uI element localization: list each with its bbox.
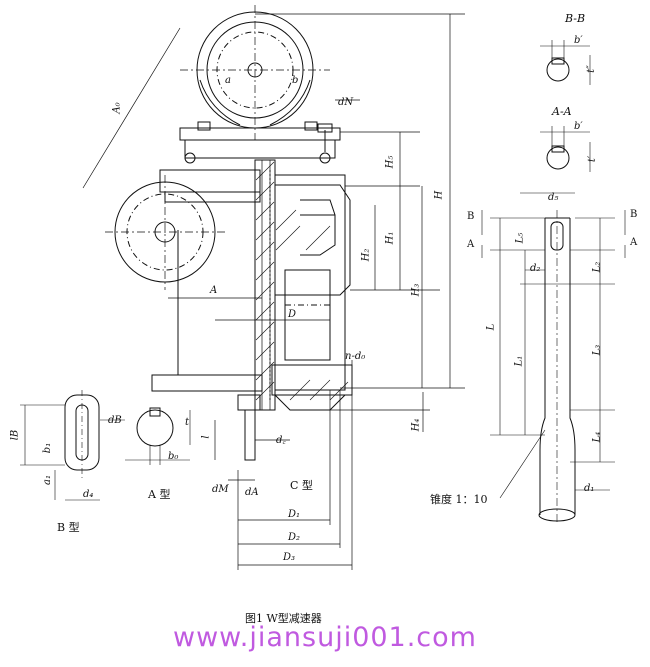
dim-label-h4: H₄: [410, 418, 422, 432]
dim-label-tp: t′: [587, 155, 599, 163]
dim-label-nd0: n-d₀: [345, 351, 366, 362]
type-label-a: A 型: [148, 488, 171, 501]
dim-label-b1: b₁: [42, 442, 54, 454]
dim-label-d4: d₄: [83, 489, 94, 500]
dim-label-d2-flange: D₂: [288, 532, 301, 543]
arrow-letter-a-right: A: [630, 237, 638, 248]
dim-label-a: a: [225, 75, 231, 86]
dim-label-h2: H₂: [360, 248, 372, 262]
dim-label-t: t: [185, 417, 190, 428]
upper-mount: [179, 121, 341, 164]
section-title-aa: A-A: [552, 105, 572, 118]
upper-wheel: [180, 5, 330, 140]
a-type-shaft: [125, 407, 191, 465]
dim-label-a0: A₀: [111, 102, 123, 114]
dim-label-lb: lB: [9, 429, 21, 441]
b-type-shaft: [20, 390, 125, 501]
dim-label-a1: a₁: [41, 475, 53, 485]
watermark-text: www.jiansuji001.com: [173, 622, 477, 653]
figure-caption: 图1 W型减速器: [245, 612, 322, 625]
dim-label-da: dA: [245, 487, 259, 498]
type-label-b: B 型: [57, 521, 80, 534]
dim-label-dc: d꜀: [276, 435, 286, 446]
dim-label-tpp: t″: [585, 65, 597, 73]
taper-note: 锥度 1：10: [430, 493, 488, 506]
arrow-letter-b-left: B: [467, 211, 475, 222]
section-bb: [540, 40, 591, 85]
dim-label-db: dB: [108, 415, 122, 426]
dimension-lines: [82, 13, 465, 570]
dim-label-dn: dN: [338, 97, 354, 108]
dim-label-bprime-aa: b′: [574, 121, 583, 132]
section-aa: [540, 126, 591, 172]
dim-label-h3: H₃: [410, 283, 422, 297]
dim-label-a-upper: A: [210, 285, 218, 296]
arrow-letter-a-left: A: [467, 239, 475, 250]
dim-label-h5: H₅: [384, 155, 396, 169]
dim-label-bprime-bb: b′: [574, 35, 583, 46]
dim-label-d1-flange: D₁: [288, 509, 301, 520]
section-title-bb: B-B: [565, 12, 586, 25]
dim-label-d2-shaft: d₂: [530, 263, 541, 274]
dim-label-h1: H₁: [384, 231, 396, 245]
taper-shaft: [481, 192, 626, 525]
dim-label-dm: dM: [212, 484, 229, 495]
dim-label-d5: d₅: [548, 192, 559, 203]
dim-label-l2: L₂: [591, 261, 603, 273]
type-label-c: C 型: [290, 479, 313, 492]
dim-label-d3-flange: D₃: [283, 552, 296, 563]
dim-label-l1: L₁: [513, 355, 525, 367]
dim-label-d1-shaft: d₁: [584, 483, 595, 494]
section-hatching: [255, 161, 349, 401]
dim-label-b: b: [292, 75, 299, 86]
dim-label-l-shaft: L: [485, 323, 497, 331]
dim-label-h: H: [433, 190, 445, 200]
dim-label-l: l: [200, 435, 212, 439]
dim-label-d: D: [288, 309, 297, 320]
dim-label-l4: L₄: [591, 431, 603, 443]
dim-label-l5: L₅: [514, 232, 526, 244]
arrow-letter-b-right: B: [630, 209, 638, 220]
dim-label-l3: L₃: [591, 344, 603, 356]
main-housing: [151, 159, 353, 461]
left-pulley: [105, 175, 225, 290]
dim-label-b0: b₀: [168, 451, 179, 462]
